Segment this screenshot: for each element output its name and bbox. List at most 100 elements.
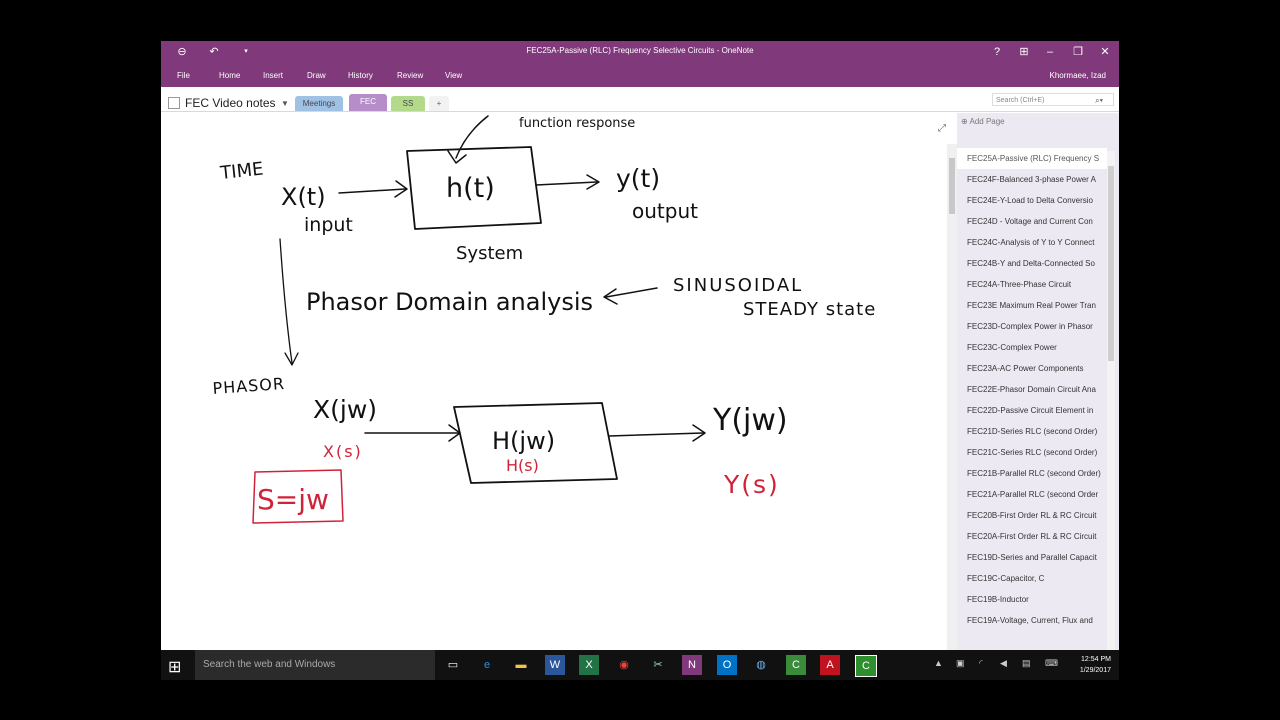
tab-history[interactable]: History bbox=[348, 71, 373, 80]
taskbar-search[interactable]: Search the web and Windows bbox=[195, 650, 435, 680]
restore-button[interactable]: ❐ bbox=[1073, 46, 1083, 58]
page-item[interactable]: FEC24F-Balanced 3-phase Power A bbox=[967, 175, 1096, 184]
ink-arrow-feedback bbox=[455, 115, 489, 159]
ink-arrowhead-phasor-input bbox=[448, 424, 461, 442]
page-item[interactable]: FEC20A-First Order RL & RC Circuit bbox=[967, 532, 1097, 541]
ink-arrowhead-output bbox=[586, 174, 600, 190]
chrome-icon[interactable]: ◉ bbox=[619, 659, 629, 671]
back-icon[interactable]: ⊖ bbox=[177, 46, 187, 58]
close-button[interactable]: ✕ bbox=[1100, 46, 1110, 58]
chevron-down-icon[interactable]: ▼ bbox=[281, 99, 289, 108]
volume-icon[interactable]: ◀ bbox=[1000, 658, 1007, 668]
section-tab-meetings[interactable]: Meetings bbox=[295, 96, 343, 111]
ink-substitution-box bbox=[252, 469, 344, 524]
page-item[interactable]: FEC21A-Parallel RLC (second Order bbox=[967, 490, 1099, 499]
ink-arrowhead-feedback bbox=[447, 150, 467, 164]
ink-sinusoidal: SINUSOIDAL bbox=[673, 275, 803, 296]
search-input[interactable]: Search (Ctrl+E) ⌕▾ bbox=[992, 93, 1114, 106]
help-button[interactable]: ? bbox=[993, 46, 1001, 58]
page-item[interactable]: FEC25A-Passive (RLC) Frequency S bbox=[957, 148, 1107, 169]
acrobat-icon[interactable]: A bbox=[820, 655, 840, 675]
page-item[interactable]: FEC20B-First Order RL & RC Circuit bbox=[967, 511, 1097, 520]
page-item[interactable]: FEC23A-AC Power Components bbox=[967, 364, 1084, 373]
note-canvas[interactable]: function response TIME X(t) input h(t) S… bbox=[161, 113, 947, 650]
ink-system-label: System bbox=[456, 243, 523, 264]
page-item[interactable]: FEC23C-Complex Power bbox=[967, 343, 1057, 352]
customize-qat-icon[interactable]: ▾ bbox=[244, 48, 248, 55]
page-item[interactable]: FEC19B-Inductor bbox=[967, 595, 1029, 604]
snipping-tool-icon[interactable]: ✂ bbox=[653, 659, 663, 671]
action-center-icon[interactable]: ▤ bbox=[1022, 658, 1031, 668]
ink-h-t: h(t) bbox=[446, 173, 495, 204]
search-icon[interactable]: ⌕▾ bbox=[1095, 96, 1103, 105]
ink-arrow-input bbox=[338, 188, 406, 194]
notebook-name[interactable]: FEC Video notes bbox=[185, 96, 276, 110]
file-explorer-icon[interactable]: ▬ bbox=[515, 659, 527, 671]
camtasia-recorder-icon[interactable]: C bbox=[855, 655, 877, 677]
page-item[interactable]: FEC24B-Y and Delta-Connected So bbox=[967, 259, 1095, 268]
onenote-icon[interactable]: N bbox=[682, 655, 702, 675]
ink-phasor-domain-analysis: Phasor Domain analysis bbox=[306, 288, 593, 316]
ink-arrowhead-down bbox=[284, 352, 299, 366]
minimize-button[interactable]: – bbox=[1046, 46, 1054, 58]
canvas-scrollbar[interactable] bbox=[947, 144, 957, 650]
tray-device-icon[interactable]: ▣ bbox=[956, 658, 965, 668]
tray-chevron-up-icon[interactable]: ▲ bbox=[934, 658, 943, 668]
globe-icon[interactable]: ◍ bbox=[756, 659, 766, 671]
page-item[interactable]: FEC21C-Series RLC (second Order) bbox=[967, 448, 1098, 457]
tab-file[interactable]: File bbox=[177, 71, 190, 80]
tab-review[interactable]: Review bbox=[397, 71, 424, 80]
full-page-view-icon[interactable]: ⊞ bbox=[1019, 46, 1029, 58]
page-item[interactable]: FEC19A-Voltage, Current, Flux and bbox=[967, 616, 1093, 625]
ink-steady-state: STEADY state bbox=[743, 299, 876, 320]
page-item[interactable]: FEC21D-Series RLC (second Order) bbox=[967, 427, 1098, 436]
add-page-button[interactable]: ⊕ Add Page bbox=[961, 117, 1005, 126]
outlook-icon[interactable]: O bbox=[717, 655, 737, 675]
ink-h-jw: H(jw) bbox=[492, 427, 555, 455]
excel-icon[interactable]: X bbox=[579, 655, 599, 675]
page-item[interactable]: FEC24D - Voltage and Current Con bbox=[967, 217, 1093, 226]
ink-function-response: function response bbox=[519, 116, 635, 131]
page-item[interactable]: FEC21B-Parallel RLC (second Order) bbox=[967, 469, 1101, 478]
ink-arrow-output bbox=[535, 181, 598, 186]
section-tab-ss[interactable]: SS bbox=[391, 96, 425, 111]
page-item[interactable]: FEC24E-Y-Load to Delta Conversio bbox=[967, 196, 1093, 205]
add-section-button[interactable]: + bbox=[429, 96, 449, 111]
ink-x-jw: X(jw) bbox=[313, 395, 377, 424]
scrollbar-thumb[interactable] bbox=[949, 158, 955, 214]
ink-arrowhead-phasor-output bbox=[692, 424, 706, 442]
windows-start-icon[interactable]: ⊞ bbox=[168, 659, 182, 676]
pages-panel: ⊕ Add Page FEC25A-Passive (RLC) Frequenc… bbox=[957, 113, 1119, 650]
page-item[interactable]: FEC19D-Series and Parallel Capacit bbox=[967, 553, 1097, 562]
pages-scrollbar[interactable] bbox=[1107, 151, 1115, 650]
page-item[interactable]: FEC23E Maximum Real Power Tran bbox=[967, 301, 1096, 310]
taskbar: ⊞ Search the web and Windows ▭ e ▬ W X ◉… bbox=[161, 650, 1119, 680]
expand-icon[interactable]: ⤢ bbox=[938, 123, 946, 134]
ink-h-s: H(s) bbox=[506, 456, 539, 475]
word-icon[interactable]: W bbox=[545, 655, 565, 675]
undo-icon[interactable]: ↶ bbox=[209, 46, 219, 58]
pages-scrollbar-thumb[interactable] bbox=[1108, 166, 1114, 361]
page-item[interactable]: FEC24A-Three-Phase Circuit bbox=[967, 280, 1072, 289]
user-name[interactable]: Khormaee, Izad bbox=[1049, 71, 1106, 80]
edge-icon[interactable]: e bbox=[483, 659, 491, 671]
tab-insert[interactable]: Insert bbox=[263, 71, 284, 80]
network-icon[interactable]: ◜ bbox=[979, 658, 983, 668]
keyboard-icon[interactable]: ⌨ bbox=[1045, 658, 1058, 668]
ink-arrow-sinusoidal bbox=[605, 287, 658, 298]
camtasia-icon[interactable]: C bbox=[786, 655, 806, 675]
page-item[interactable]: FEC22D-Passive Circuit Element in bbox=[967, 406, 1094, 415]
page-item[interactable]: FEC22E-Phasor Domain Circuit Ana bbox=[967, 385, 1096, 394]
onenote-window: ⊖ ↶ ▾ FEC25A-Passive (RLC) Frequency Sel… bbox=[161, 41, 1119, 650]
tab-view[interactable]: View bbox=[445, 71, 463, 80]
ink-arrow-down bbox=[279, 238, 293, 364]
tab-home[interactable]: Home bbox=[219, 71, 241, 80]
tab-draw[interactable]: Draw bbox=[307, 71, 326, 80]
add-page-label: Add Page bbox=[969, 117, 1005, 126]
page-item[interactable]: FEC24C-Analysis of Y to Y Connect bbox=[967, 238, 1095, 247]
page-item[interactable]: FEC19C-Capacitor, C bbox=[967, 574, 1045, 583]
page-item[interactable]: FEC23D-Complex Power in Phasor bbox=[967, 322, 1093, 331]
section-tab-fec[interactable]: FEC bbox=[349, 94, 387, 111]
clock[interactable]: 12:54 PM 1/29/2017 bbox=[1066, 654, 1111, 676]
task-view-icon[interactable]: ▭ bbox=[447, 659, 459, 671]
